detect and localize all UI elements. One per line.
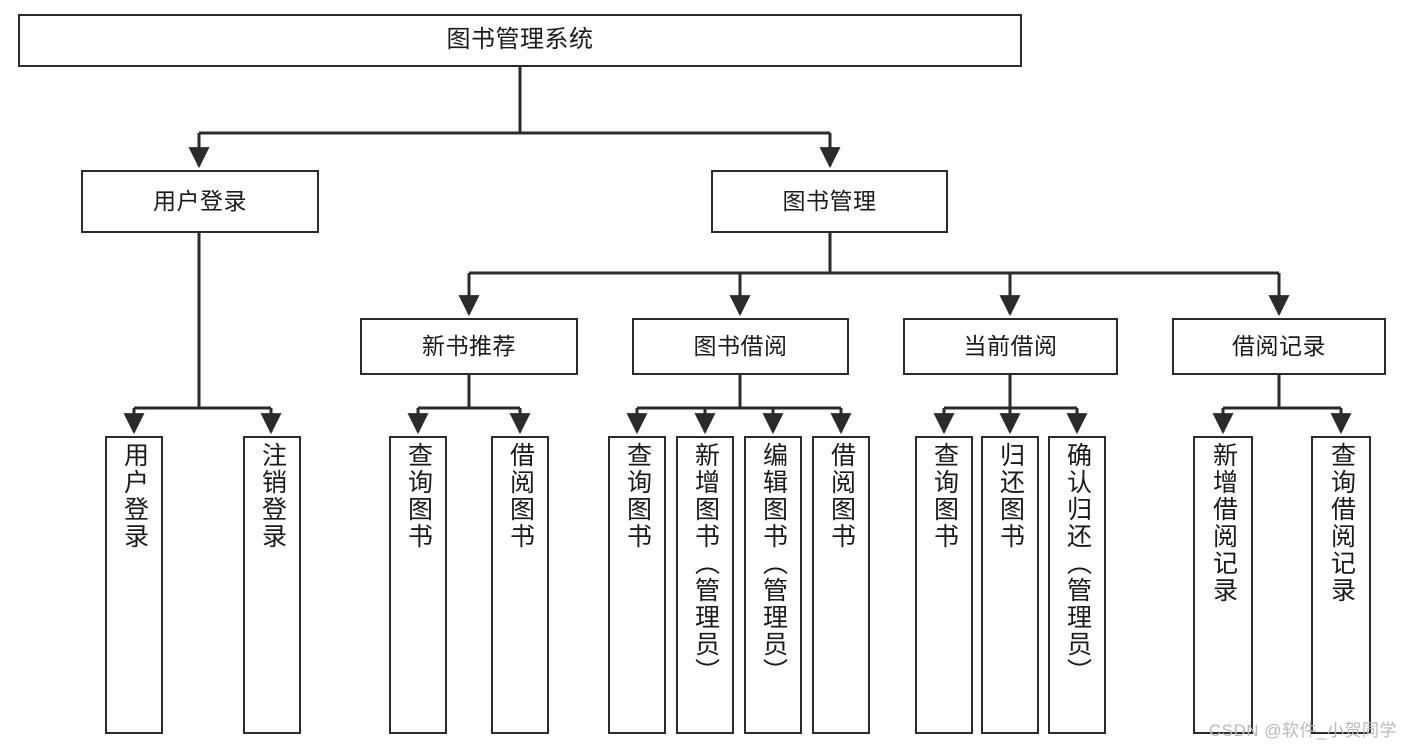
node-user-login[interactable]: 用户登录	[81, 170, 319, 233]
node-label: 新增借阅记录	[1209, 442, 1238, 604]
node-root-system[interactable]: 图书管理系统	[18, 14, 1022, 67]
node-label: 注销登录	[258, 442, 287, 550]
node-label: 归还图书	[996, 442, 1025, 550]
node-label: 查询图书	[623, 442, 652, 550]
node-book-manage[interactable]: 图书管理	[711, 170, 948, 233]
node-label: 用户登录	[120, 442, 149, 550]
node-leaf-query-record[interactable]: 查询借阅记录	[1311, 436, 1371, 734]
node-leaf-borrow-book-2[interactable]: 借阅图书	[812, 436, 870, 734]
node-leaf-add-book[interactable]: 新增图书（管理员）	[676, 436, 734, 734]
node-label: 借阅图书	[827, 442, 856, 550]
node-new-book-recommend[interactable]: 新书推荐	[360, 318, 578, 375]
node-label: 编辑图书（管理员）	[759, 442, 788, 685]
node-label: 当前借阅	[963, 332, 1058, 359]
node-label: 图书管理系统	[446, 26, 594, 54]
node-label: 借阅图书	[506, 442, 535, 550]
node-label: 查询图书	[930, 442, 959, 550]
node-label: 新增图书（管理员）	[691, 442, 720, 685]
csdn-watermark: CSDN @软件_小贺同学	[1208, 721, 1397, 740]
node-label: 图书借阅	[693, 332, 788, 359]
node-label: 用户登录	[153, 187, 247, 214]
node-leaf-logout-login[interactable]: 注销登录	[243, 436, 301, 734]
node-leaf-query-book-2[interactable]: 查询图书	[608, 436, 666, 734]
node-label: 图书管理	[782, 187, 877, 214]
node-leaf-query-book-1[interactable]: 查询图书	[389, 436, 447, 734]
node-label: 确认归还（管理员）	[1063, 442, 1092, 685]
node-label: 查询借阅记录	[1327, 442, 1356, 604]
node-leaf-query-book-3[interactable]: 查询图书	[915, 436, 973, 734]
node-leaf-user-login[interactable]: 用户登录	[105, 436, 163, 734]
node-label: 新书推荐	[422, 332, 516, 359]
node-label: 查询图书	[404, 442, 433, 550]
node-label: 借阅记录	[1232, 332, 1326, 359]
node-borrow-record[interactable]: 借阅记录	[1172, 318, 1386, 375]
node-book-borrow[interactable]: 图书借阅	[632, 318, 849, 375]
node-leaf-edit-book[interactable]: 编辑图书（管理员）	[744, 436, 802, 734]
node-leaf-borrow-book-1[interactable]: 借阅图书	[491, 436, 549, 734]
node-current-borrow[interactable]: 当前借阅	[903, 318, 1118, 375]
node-leaf-return-book[interactable]: 归还图书	[981, 436, 1039, 734]
node-leaf-confirm-return[interactable]: 确认归还（管理员）	[1048, 436, 1106, 734]
node-leaf-add-record[interactable]: 新增借阅记录	[1193, 436, 1253, 734]
